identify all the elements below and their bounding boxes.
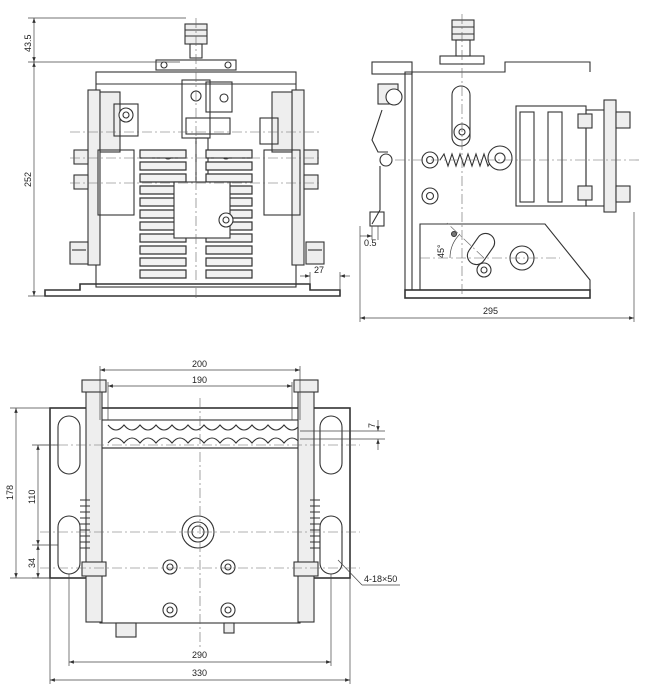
dim-base-lip: 27: [314, 265, 324, 275]
label-mounting-holes: 4-18×50: [364, 574, 397, 584]
dim-outer-width: 200: [192, 359, 207, 369]
plan-view: 200 190 7 178 110 34 4-18×50 290: [5, 359, 400, 684]
dim-overall-length: 295: [483, 306, 498, 316]
front-view: 43.5 252 27: [23, 17, 350, 300]
side-view: 45° 0.5 295: [359, 14, 640, 322]
dim-top-offset: 43.5: [23, 34, 33, 52]
dim-base-width: 290: [192, 650, 207, 660]
dim-overall-height: 252: [23, 172, 33, 187]
dim-slot-width: 7: [367, 423, 377, 428]
dim-edge-distance: 34: [27, 558, 37, 568]
dim-overall-depth: 178: [5, 485, 15, 500]
dim-angle: 45°: [436, 244, 446, 258]
dim-inner-width: 190: [192, 375, 207, 385]
dim-gap: 0.5: [364, 238, 377, 248]
dim-hole-spacing: 110: [27, 490, 37, 504]
dim-overall-width: 330: [192, 668, 207, 678]
